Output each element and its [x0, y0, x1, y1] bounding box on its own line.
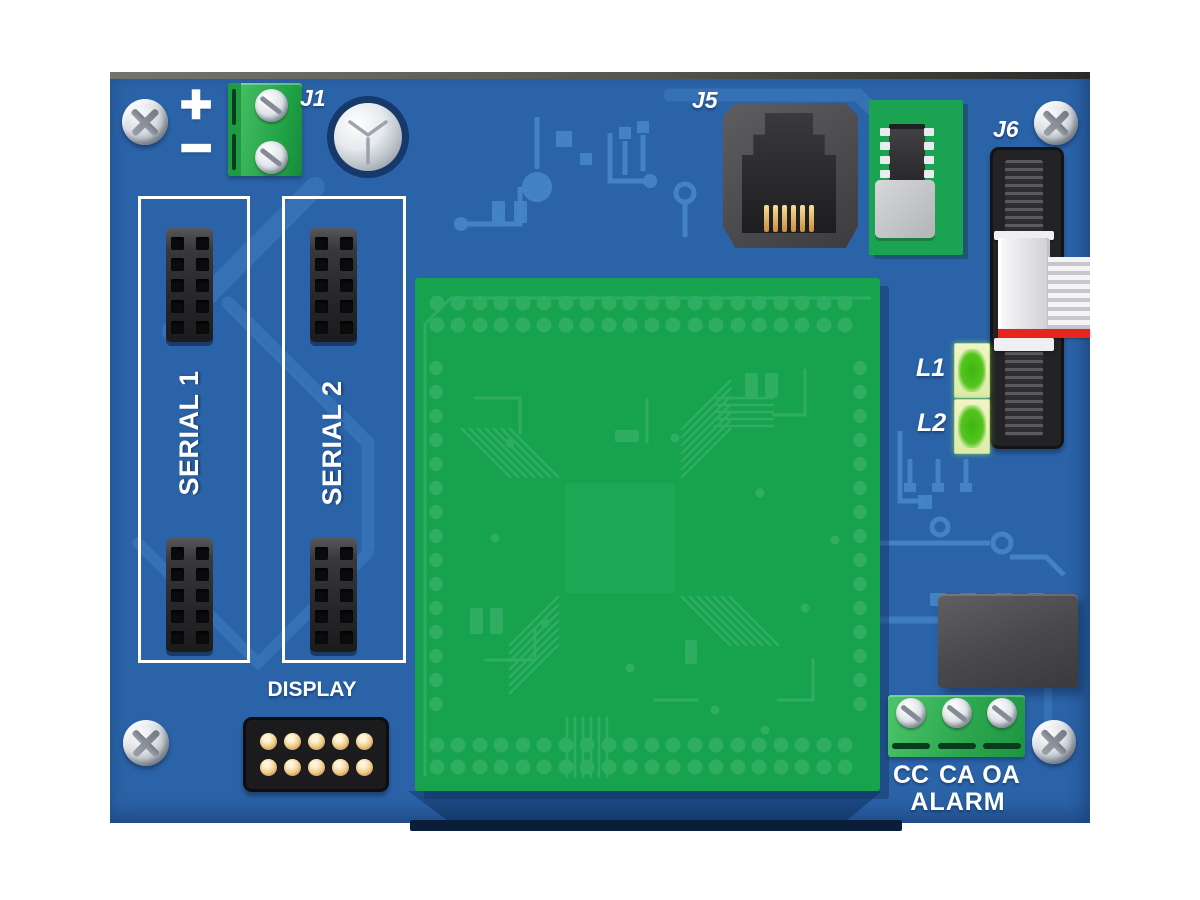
- chip-body: [889, 124, 925, 180]
- smd-component: [875, 180, 935, 238]
- alarm-terminal-cc-label: CC: [892, 761, 930, 789]
- serial2-zone: [282, 196, 406, 663]
- j6-label: J6: [993, 116, 1019, 142]
- serial2-header-bottom: [310, 538, 357, 652]
- j5-label: J5: [692, 87, 718, 113]
- ribbon-red-stripe: [998, 329, 1090, 338]
- terminal-screw: [255, 89, 288, 122]
- wire-slot: [232, 89, 236, 125]
- pin-grid: [310, 538, 357, 652]
- power-minus-label: −: [179, 118, 213, 178]
- wire-slot: [892, 743, 930, 749]
- soic-chip: [880, 124, 934, 180]
- idc-plug: [998, 238, 1050, 331]
- l2-label: L2: [917, 409, 947, 437]
- relay: [938, 594, 1078, 688]
- plug-latch-bottom: [994, 338, 1054, 351]
- mounting-screw-top-left: [122, 99, 168, 145]
- terminal-screw: [942, 698, 972, 728]
- circuit-board: SERIAL 1 SERIAL 2 DISPLAY + − J1 J: [110, 72, 1090, 823]
- mcu-module-board: [415, 278, 880, 791]
- terminal-screw: [896, 698, 926, 728]
- wire-slot: [983, 743, 1021, 749]
- board-bottom-edge-shadow: [410, 820, 902, 831]
- pin-grid: [166, 538, 213, 652]
- pin-grid: [166, 228, 213, 342]
- module-trace-pattern: [423, 295, 871, 778]
- alarm-label: ALARM: [910, 788, 1006, 816]
- power-plus-label: +: [179, 74, 213, 134]
- serial1-header-top: [166, 228, 213, 342]
- mounting-screw-bottom-left: [123, 720, 169, 766]
- pin-grid: [246, 720, 386, 789]
- display-connector: [243, 717, 389, 792]
- ribbon-cable: [1048, 257, 1090, 331]
- alarm-terminal-block: [888, 695, 1025, 757]
- display-label: DISPLAY: [267, 678, 357, 701]
- led-l2: [954, 399, 990, 454]
- capacitor: [326, 95, 410, 179]
- mounting-screw-bottom-right: [1032, 720, 1076, 764]
- plug-latch-top: [994, 231, 1054, 240]
- pin-grid: [310, 228, 357, 342]
- terminal-screw: [255, 141, 288, 174]
- led-l1: [954, 343, 990, 398]
- rj11-jack-j5: [723, 103, 858, 248]
- serial1-header-bottom: [166, 538, 213, 652]
- serial2-header-top: [310, 228, 357, 342]
- terminal-wire-side: [228, 83, 241, 176]
- board-top-edge: [110, 72, 1090, 79]
- alarm-terminal-ca-label: CA: [938, 761, 976, 789]
- terminal-screw: [987, 698, 1017, 728]
- l1-label: L1: [916, 354, 946, 382]
- jack-contacts: [763, 205, 815, 232]
- alarm-terminal-oa-label: OA: [982, 761, 1020, 789]
- terminal-block-j1: [228, 83, 302, 176]
- wire-slot: [938, 743, 976, 749]
- serial1-label: SERIAL 1: [174, 370, 204, 496]
- module-shadow: [408, 791, 882, 823]
- serial1-zone: [138, 196, 250, 663]
- j1-label: J1: [300, 85, 326, 111]
- daughterboard: [869, 100, 963, 255]
- mounting-screw-top-right: [1034, 101, 1078, 145]
- serial2-label: SERIAL 2: [317, 380, 347, 506]
- wire-slot: [232, 134, 236, 170]
